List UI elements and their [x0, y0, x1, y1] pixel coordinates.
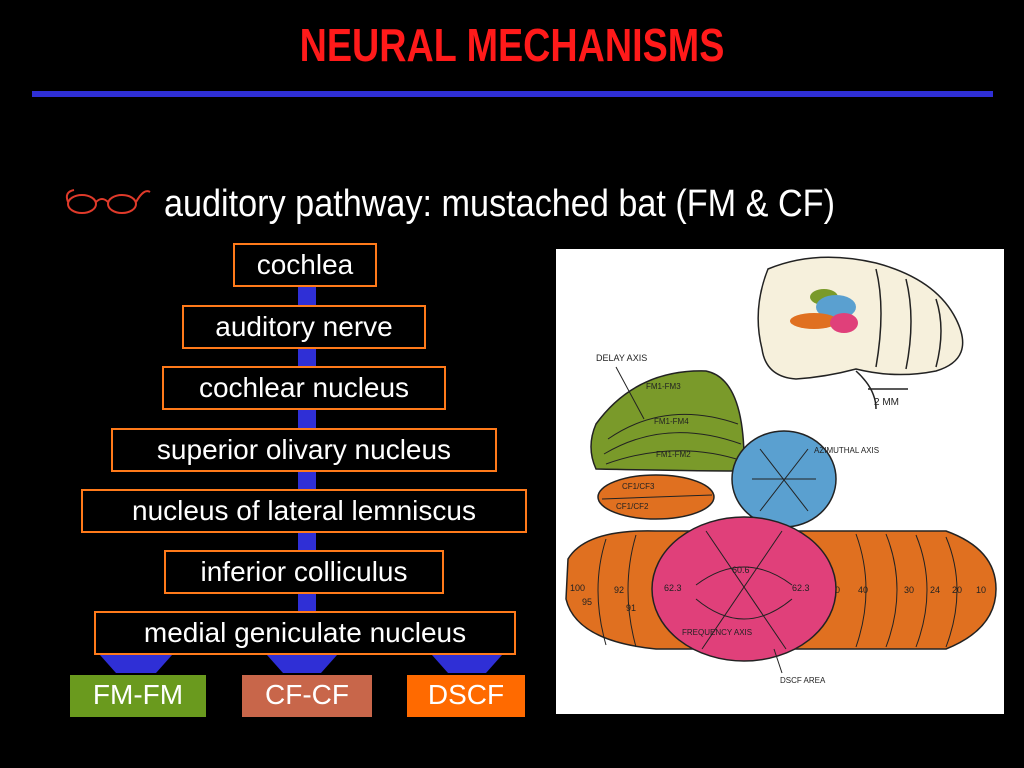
scale-label: 2 MM: [874, 397, 899, 408]
output-cf-cf: CF-CF: [242, 675, 372, 717]
freq-label: 100: [570, 583, 585, 593]
freq-label: 30: [904, 585, 914, 595]
connector: [298, 470, 316, 490]
freq-label: 20: [952, 585, 962, 595]
output-fm-fm: FM-FM: [70, 675, 206, 717]
auditory-cortex-figure: 2 MM DELAY AXIS FM1-FM3 FM1-FM4 FM1-FM2 …: [556, 249, 1004, 714]
bullet-text: auditory pathway: mustached bat (FM & CF…: [164, 183, 835, 225]
connector: [298, 532, 316, 552]
cf-band-label: CF1/CF3: [622, 482, 655, 491]
stage-box-nucleus-lateral-lemniscus: nucleus of lateral lemniscus: [81, 489, 527, 533]
connector: [298, 286, 316, 306]
freq-label: 91: [626, 603, 636, 613]
dscf-area-label: DSCF AREA: [780, 676, 826, 685]
branch-connectors: [100, 655, 502, 673]
fm-band-label: FM1-FM4: [654, 417, 689, 426]
eyeglasses-icon: [65, 189, 151, 214]
cf-band-label: CF1/CF2: [616, 502, 649, 511]
freq-label: 10: [976, 585, 986, 595]
stage-box-cochlear-nucleus: cochlear nucleus: [162, 366, 446, 410]
azimuthal-axis-label: AZIMUTHAL AXIS: [814, 446, 879, 455]
output-dscf: DSCF: [407, 675, 525, 717]
right-value: 62.3: [792, 583, 810, 593]
stage-box-auditory-nerve: auditory nerve: [182, 305, 426, 349]
stage-box-superior-olivary-nucleus: superior olivary nucleus: [111, 428, 497, 472]
bat-brain-drawing: [757, 256, 964, 410]
freq-label: 24: [930, 585, 940, 595]
frequency-axis-label: FREQUENCY AXIS: [682, 628, 752, 637]
delay-axis-label: DELAY AXIS: [596, 353, 647, 363]
freq-label: 40: [858, 585, 868, 595]
cortex-map-illustration: 2 MM DELAY AXIS FM1-FM3 FM1-FM4 FM1-FM2 …: [565, 256, 997, 685]
title-underline: [32, 91, 993, 97]
fm-band-label: FM1-FM3: [646, 382, 681, 391]
center-value: 60.6: [732, 565, 750, 575]
fm-band-label: FM1-FM2: [656, 450, 691, 459]
stage-box-cochlea: cochlea: [233, 243, 377, 287]
connector: [298, 347, 316, 367]
left-value: 62.3: [664, 583, 682, 593]
connector: [298, 408, 316, 428]
freq-label: 95: [582, 597, 592, 607]
freq-label: 92: [614, 585, 624, 595]
slide-title: NEURAL MECHANISMS: [299, 19, 725, 71]
stage-box-inferior-colliculus: inferior colliculus: [164, 550, 444, 594]
stage-box-medial-geniculate-nucleus: medial geniculate nucleus: [94, 611, 516, 655]
connector: [298, 592, 316, 612]
